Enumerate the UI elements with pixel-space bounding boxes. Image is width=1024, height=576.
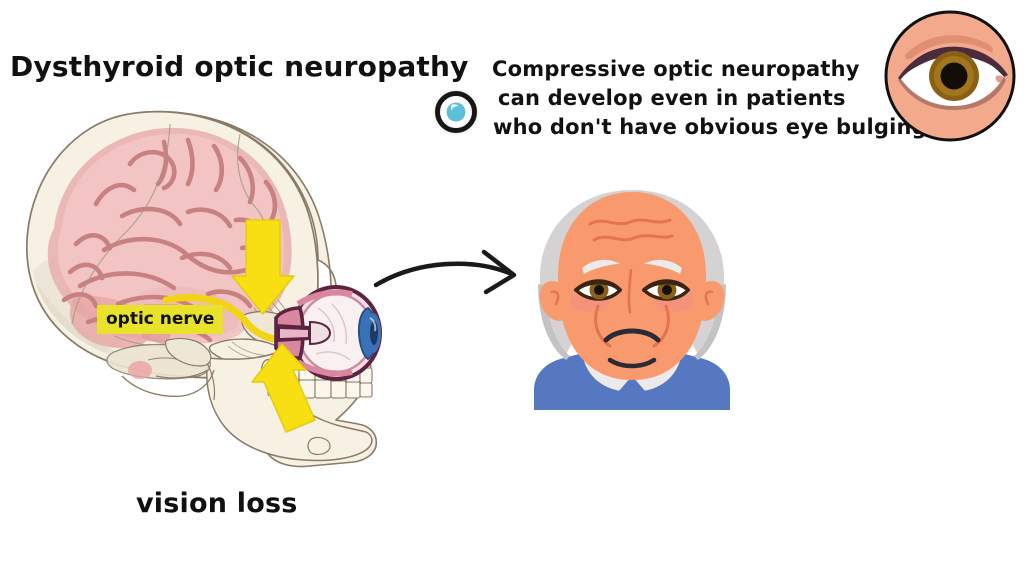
vision-loss-caption: vision loss: [136, 488, 298, 519]
skull-brain-illustration: [18, 108, 408, 473]
eye-icon: [432, 88, 480, 136]
compression-arrow-up: [251, 343, 316, 433]
curved-arrow-icon: [370, 240, 530, 310]
callout-line-2: can develop even in patients: [498, 86, 846, 110]
optic-nerve-label: optic nerve: [97, 305, 224, 334]
page-title: Dysthyroid optic neuropathy: [10, 50, 469, 83]
eye-icon: [884, 10, 1016, 142]
compression-arrow-down: [231, 219, 295, 315]
callout-text: Compressive optic neuropathy can develop…: [492, 55, 927, 142]
patient-portrait: [498, 178, 766, 410]
callout-line-3: who don't have obvious eye bulging: [493, 115, 927, 139]
callout-line-1: Compressive optic neuropathy: [492, 57, 860, 81]
